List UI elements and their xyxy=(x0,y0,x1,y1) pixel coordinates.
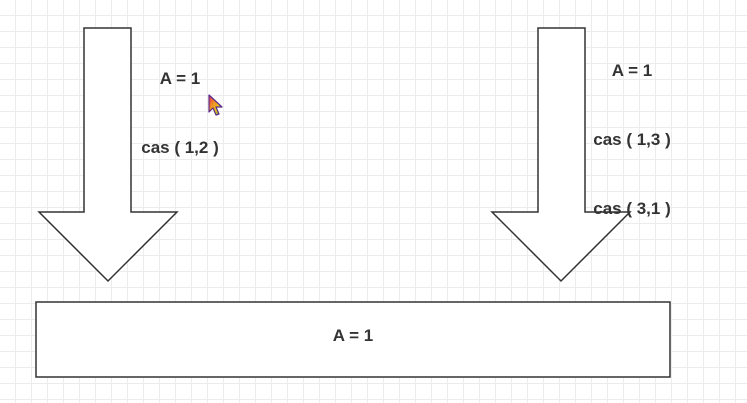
right-arrow-label: A = 1 cas ( 1,3 ) cas ( 3,1 ) xyxy=(580,13,684,266)
right-arrow-label-line-3: cas ( 3,1 ) xyxy=(593,199,671,218)
right-down-arrow[interactable] xyxy=(490,27,632,283)
left-arrow-label: A = 1 cas ( 1,2 ) xyxy=(128,21,232,205)
left-down-arrow[interactable] xyxy=(37,27,179,283)
right-arrow-label-line-1: A = 1 xyxy=(611,61,653,80)
left-arrow-label-line-1: A = 1 xyxy=(159,69,201,88)
mouse-pointer-icon xyxy=(208,94,223,116)
right-arrow-label-line-2: cas ( 1,3 ) xyxy=(593,130,671,149)
target-box[interactable] xyxy=(35,301,671,378)
target-box-label: A = 1 xyxy=(332,326,374,345)
left-arrow-label-line-2: cas ( 1,2 ) xyxy=(141,138,219,157)
